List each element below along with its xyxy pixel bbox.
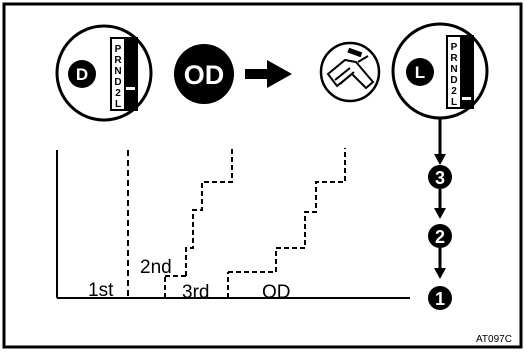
selector-r-left: R bbox=[114, 55, 122, 66]
hand-press-icon bbox=[319, 41, 381, 103]
selector-n-left: N bbox=[114, 66, 121, 77]
selector-l-right: L bbox=[451, 97, 457, 108]
shift-line-3-od-upper bbox=[275, 148, 346, 272]
od-badge-label: OD bbox=[184, 60, 225, 90]
figure-code: AT097C bbox=[476, 334, 512, 345]
selector-p-left: P bbox=[115, 44, 122, 55]
selector-d-left: D bbox=[114, 77, 121, 88]
downshift-badge-1-label: 1 bbox=[435, 289, 445, 309]
gear-label-2nd: 2nd bbox=[140, 257, 172, 278]
selector-n-right: N bbox=[450, 64, 457, 75]
gear-label-3rd: 3rd bbox=[182, 282, 209, 303]
downshift-sequence: 3 2 1 bbox=[428, 118, 452, 310]
gear-label-od: OD bbox=[262, 282, 291, 303]
selector-2-right: 2 bbox=[451, 86, 457, 97]
selector-indicator-right bbox=[462, 97, 471, 100]
downshift-badge-2 bbox=[428, 224, 452, 248]
selector-indicator-left bbox=[126, 87, 135, 90]
badge-d-label: D bbox=[76, 65, 88, 84]
shift-graph bbox=[56, 148, 410, 299]
downshift-badge-3 bbox=[428, 165, 452, 189]
badge-d bbox=[68, 60, 96, 88]
selector-d-right: D bbox=[450, 75, 457, 86]
gear-label-1st: 1st bbox=[88, 280, 114, 301]
downshift-badge-1 bbox=[428, 286, 452, 310]
selector-p-right: P bbox=[451, 42, 458, 53]
selector-l-left: L bbox=[115, 99, 121, 110]
transition-arrow-icon bbox=[245, 60, 292, 88]
badge-l-label: L bbox=[415, 63, 425, 82]
selector-2-left: 2 bbox=[115, 88, 121, 99]
badge-l bbox=[406, 58, 434, 86]
od-button-badge: OD bbox=[174, 44, 234, 104]
selector-dial-right: L P R N D 2 L bbox=[391, 22, 489, 120]
downshift-badge-3-label: 3 bbox=[435, 168, 445, 188]
selector-r-right: R bbox=[450, 53, 458, 64]
selector-dial-left: D P R N D 2 L bbox=[55, 24, 153, 122]
downshift-badge-2-label: 2 bbox=[435, 227, 445, 247]
